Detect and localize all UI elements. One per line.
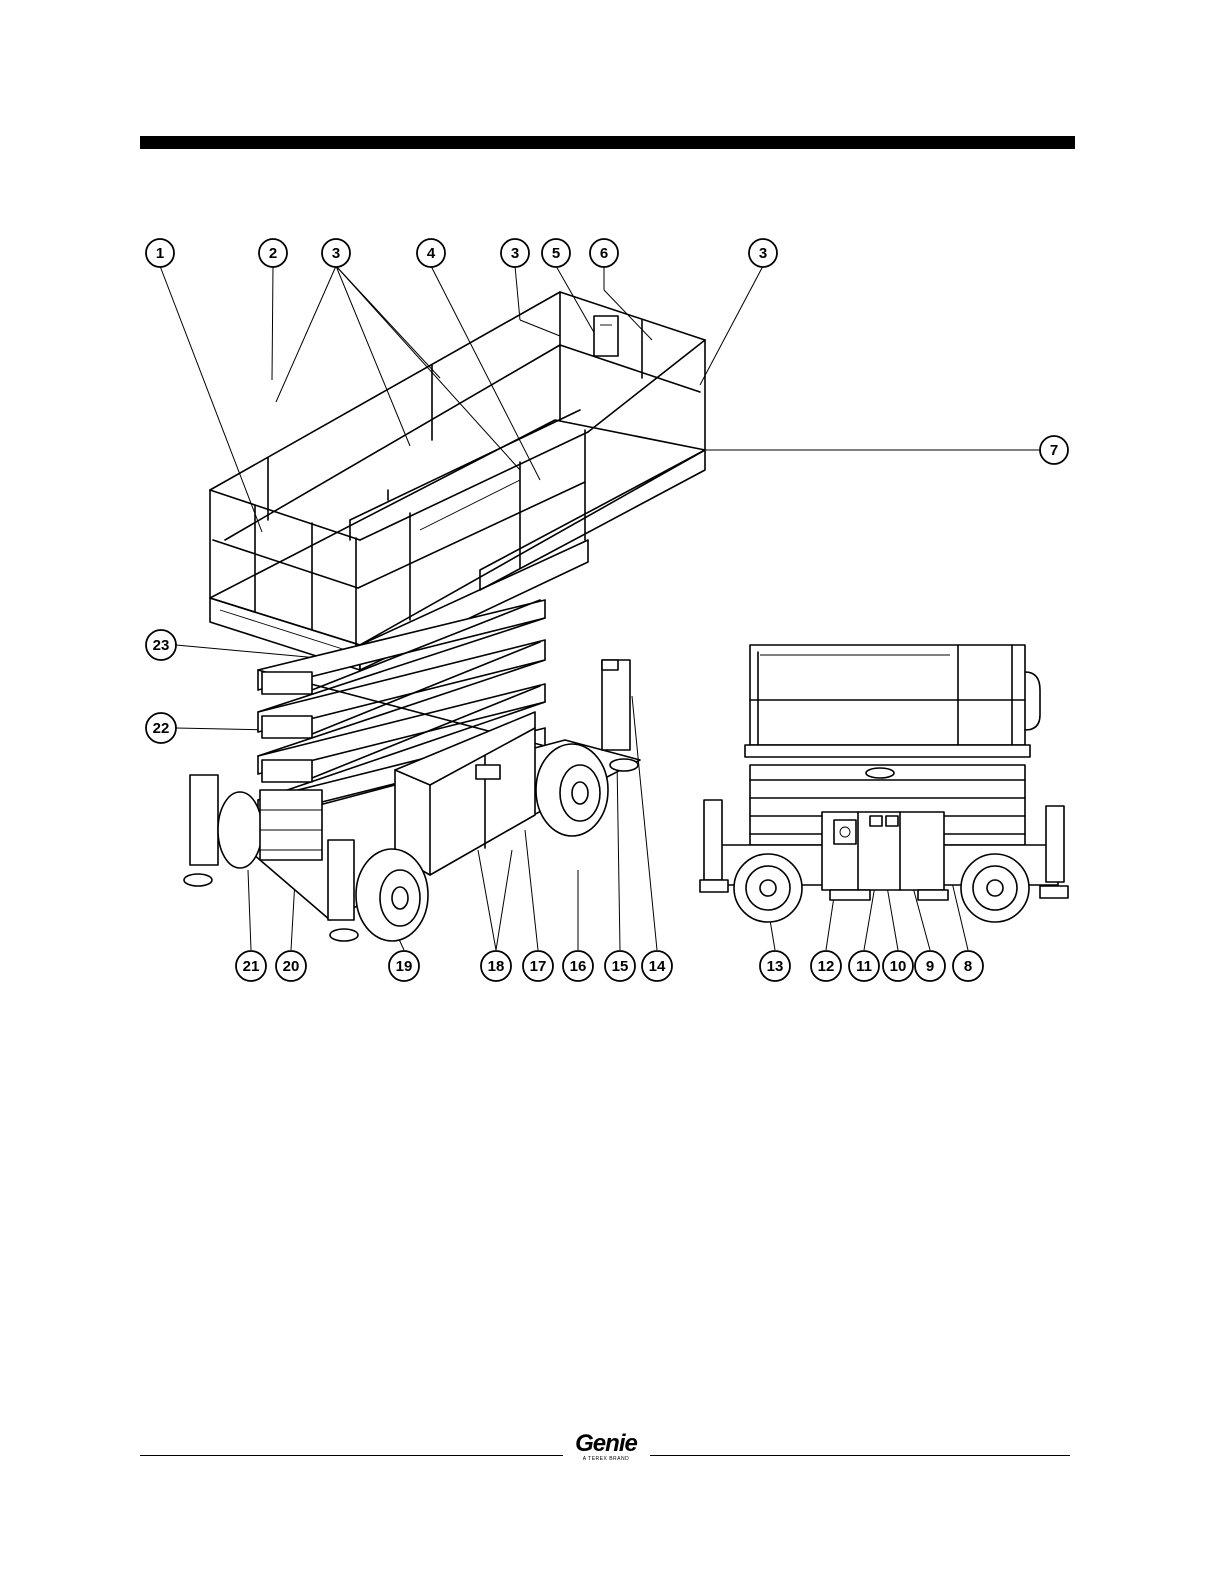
rear-view-wheel-right: [961, 854, 1029, 922]
svg-text:15: 15: [612, 958, 629, 975]
svg-text:11: 11: [856, 958, 872, 975]
rear-view-drawing: [700, 645, 1068, 922]
callout-9: 9: [915, 951, 945, 981]
wheel-front-left: [356, 849, 428, 941]
callout-8: 8: [953, 951, 983, 981]
callout-21: 21: [236, 951, 266, 981]
svg-text:3: 3: [332, 245, 340, 262]
svg-text:7: 7: [1050, 442, 1058, 459]
callout-7: 7: [1040, 436, 1068, 464]
callout-22: 22: [146, 713, 176, 743]
svg-text:21: 21: [243, 958, 260, 975]
svg-text:9: 9: [926, 958, 934, 975]
svg-text:14: 14: [649, 958, 666, 975]
svg-text:3: 3: [759, 245, 767, 262]
callout-3c: 3: [749, 239, 777, 267]
callout-5: 5: [542, 239, 570, 267]
svg-text:19: 19: [396, 958, 413, 975]
callout-10: 10: [883, 951, 913, 981]
isometric-lift-drawing: [184, 292, 705, 941]
callout-18: 18: [481, 951, 511, 981]
logo-wordmark: Genie: [565, 1432, 647, 1456]
wheel-rear-left: [218, 792, 262, 868]
svg-text:22: 22: [153, 720, 170, 737]
svg-text:8: 8: [964, 958, 972, 975]
svg-text:1: 1: [156, 245, 164, 262]
callout-15: 15: [605, 951, 635, 981]
callout-23: 23: [146, 630, 176, 660]
svg-text:10: 10: [890, 958, 907, 975]
wheel-front-right: [536, 744, 608, 836]
svg-text:3: 3: [511, 245, 519, 262]
svg-text:17: 17: [530, 958, 547, 975]
svg-text:5: 5: [552, 245, 560, 262]
svg-text:18: 18: [488, 958, 505, 975]
callout-14: 14: [642, 951, 672, 981]
callout-2: 2: [259, 239, 287, 267]
callout-12: 12: [811, 951, 841, 981]
footer-rule-left: [140, 1455, 563, 1456]
callout-11: 11: [849, 951, 879, 981]
brand-logo: Genie A TEREX BRAND: [565, 1432, 647, 1462]
callout-1: 1: [146, 239, 174, 267]
callout-19: 19: [389, 951, 419, 981]
callout-17: 17: [523, 951, 553, 981]
callout-16: 16: [563, 951, 593, 981]
svg-text:20: 20: [283, 958, 300, 975]
callout-4: 4: [417, 239, 445, 267]
svg-text:23: 23: [153, 637, 170, 654]
footer-rule-right: [650, 1455, 1070, 1456]
svg-text:4: 4: [427, 245, 436, 262]
callout-3b: 3: [501, 239, 529, 267]
rear-view-wheel-left: [734, 854, 802, 922]
svg-text:13: 13: [767, 958, 784, 975]
callout-3a: 3: [322, 239, 350, 267]
callout-6: 6: [590, 239, 618, 267]
svg-text:12: 12: [818, 958, 835, 975]
callout-20: 20: [276, 951, 306, 981]
svg-text:6: 6: [600, 245, 608, 262]
svg-text:16: 16: [570, 958, 587, 975]
callout-13: 13: [760, 951, 790, 981]
svg-text:2: 2: [269, 245, 277, 262]
